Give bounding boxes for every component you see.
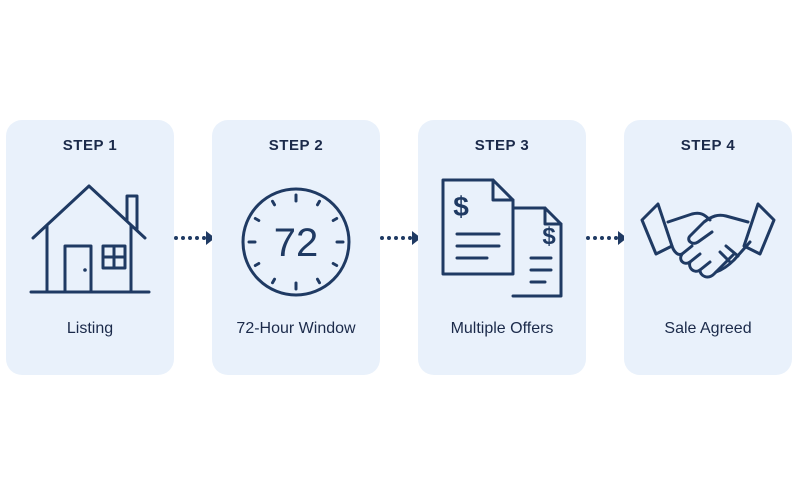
step-card-listing: STEP 1 Listing (6, 120, 174, 375)
step-title: Multiple Offers (450, 320, 554, 337)
step-title: 72-Hour Window (236, 320, 356, 337)
dollar-sign-icon: $ (542, 223, 556, 250)
handshake-icon (640, 202, 776, 279)
dollar-sign-icon: $ (453, 191, 469, 222)
step-label: STEP 2 (268, 137, 324, 154)
step-label: STEP 3 (474, 137, 530, 154)
step-label: STEP 4 (680, 137, 736, 154)
step-card-72-hour-window: STEP 2 72 72-Hour Window (212, 120, 380, 375)
arrow-right-icon (380, 231, 421, 245)
clock-72-icon: 72 (241, 187, 351, 297)
step-label: STEP 1 (62, 137, 118, 154)
clock-number: 72 (274, 221, 319, 265)
offer-documents-icon: $ $ (441, 178, 563, 298)
house-icon (29, 184, 151, 294)
arrow-right-icon (174, 231, 215, 245)
step-card-sale-agreed: STEP 4 Sale Agreed (624, 120, 792, 375)
step-title: Listing (66, 320, 114, 337)
arrow-right-icon (586, 231, 627, 245)
step-title: Sale Agreed (664, 320, 752, 337)
step-card-multiple-offers: STEP 3 $ $ Multiple Offers (418, 120, 586, 375)
